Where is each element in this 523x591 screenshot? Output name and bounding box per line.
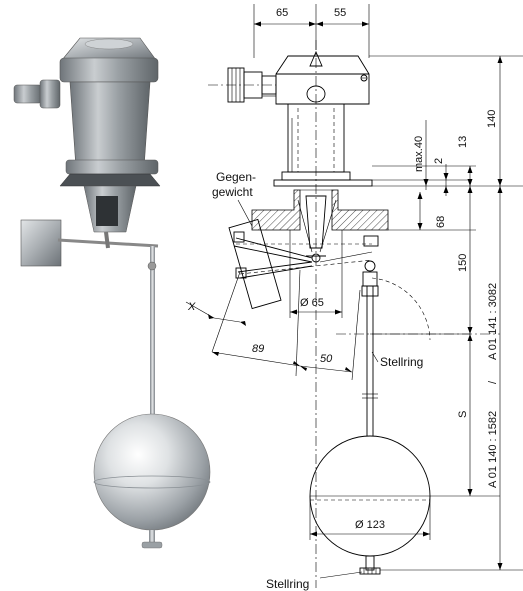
counterweight-arm (228, 218, 431, 341)
dim-max-40: max.40 (413, 136, 425, 172)
stop-ring-lower-label: Stellring (266, 577, 309, 591)
variant-b-label: A 01 141 : 3082 (487, 283, 499, 360)
product-photo (13, 37, 211, 549)
dim-55: 55 (334, 7, 346, 19)
dim-s: S (457, 411, 469, 418)
dim-dia-65: Ø 65 (300, 297, 324, 309)
dim-13: 13 (457, 136, 469, 148)
dim-65: 65 (276, 7, 288, 19)
dim-140: 140 (486, 110, 498, 128)
linkage (297, 195, 337, 263)
counterweight-label-line2: gewicht (212, 185, 253, 199)
vertical-dimensions (369, 55, 523, 571)
dim-2: 2 (433, 158, 445, 164)
width-dimension (253, 4, 370, 58)
variant-separator: / (487, 380, 499, 384)
stop-ring-upper-label: Stellring (380, 355, 423, 369)
dim-50: 50 (320, 353, 333, 365)
float-rod (361, 271, 379, 436)
technical-drawing: 65 55 (185, 4, 523, 591)
ball-diameter-dimension (309, 496, 431, 540)
dim-68: 68 (435, 216, 447, 228)
variant-a-label: A 01 140 : 1582 (487, 411, 499, 488)
housing-head (208, 50, 370, 105)
float-ball (309, 435, 431, 575)
dim-150: 150 (457, 254, 469, 272)
inclined-dimensions (185, 269, 361, 381)
housing-body (273, 104, 373, 187)
dim-89: 89 (252, 343, 264, 355)
dim-dia-123: Ø 123 (355, 519, 385, 531)
vessel-wall (251, 189, 389, 231)
counterweight-label-line1: Gegen- (216, 170, 256, 184)
dim-x: X (187, 301, 196, 313)
